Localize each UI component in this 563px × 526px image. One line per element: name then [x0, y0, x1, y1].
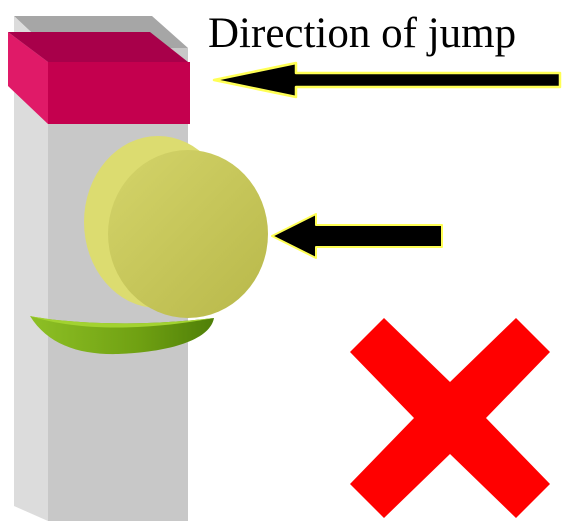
jump-direction-arrow: [212, 61, 562, 99]
jump-direction-arrow-shape: [212, 61, 562, 99]
red-cross-icon: [350, 318, 550, 518]
pillar-side-face: [14, 16, 48, 521]
red-cross-shape: [350, 318, 550, 518]
leaf: [30, 316, 214, 355]
band-top-face: [8, 32, 188, 62]
leaf-highlight: [30, 316, 214, 328]
disc: [84, 136, 268, 318]
disc-arrow-shape: [271, 213, 443, 259]
direction-of-jump-label: Direction of jump: [208, 10, 517, 57]
band-front-face: [48, 62, 190, 124]
band: [8, 32, 190, 124]
disc-arrow: [271, 213, 443, 259]
leaf-shape: [30, 316, 214, 355]
band-side-face: [8, 32, 48, 124]
disc-face: [108, 150, 268, 318]
